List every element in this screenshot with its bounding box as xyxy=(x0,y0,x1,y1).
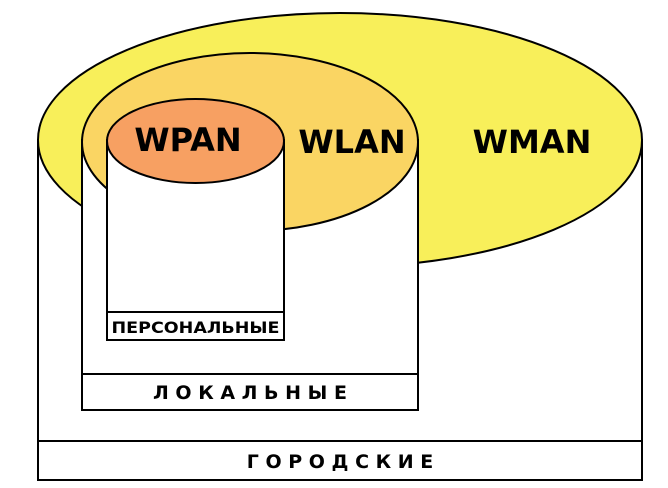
wpan-scope-label: ПЕРСОНАЛЬНЫЕ xyxy=(112,318,280,337)
wpan-label: WPAN xyxy=(134,121,241,159)
wman-scope-box xyxy=(37,440,643,481)
wpan-scope-box xyxy=(106,311,285,341)
wman-scope-label: Г О Р О Д С К И Е xyxy=(247,451,434,473)
wman-label: WMAN xyxy=(473,123,592,161)
wlan-scope-box xyxy=(81,373,419,411)
wlan-scope-label: Л О К А Л Ь Н Ы Е xyxy=(153,382,347,404)
wpan-group: ПЕРСОНАЛЬНЫЕ WPAN xyxy=(106,98,285,341)
wpan-ellipse xyxy=(106,98,285,184)
wlan-label: WLAN xyxy=(298,123,405,161)
